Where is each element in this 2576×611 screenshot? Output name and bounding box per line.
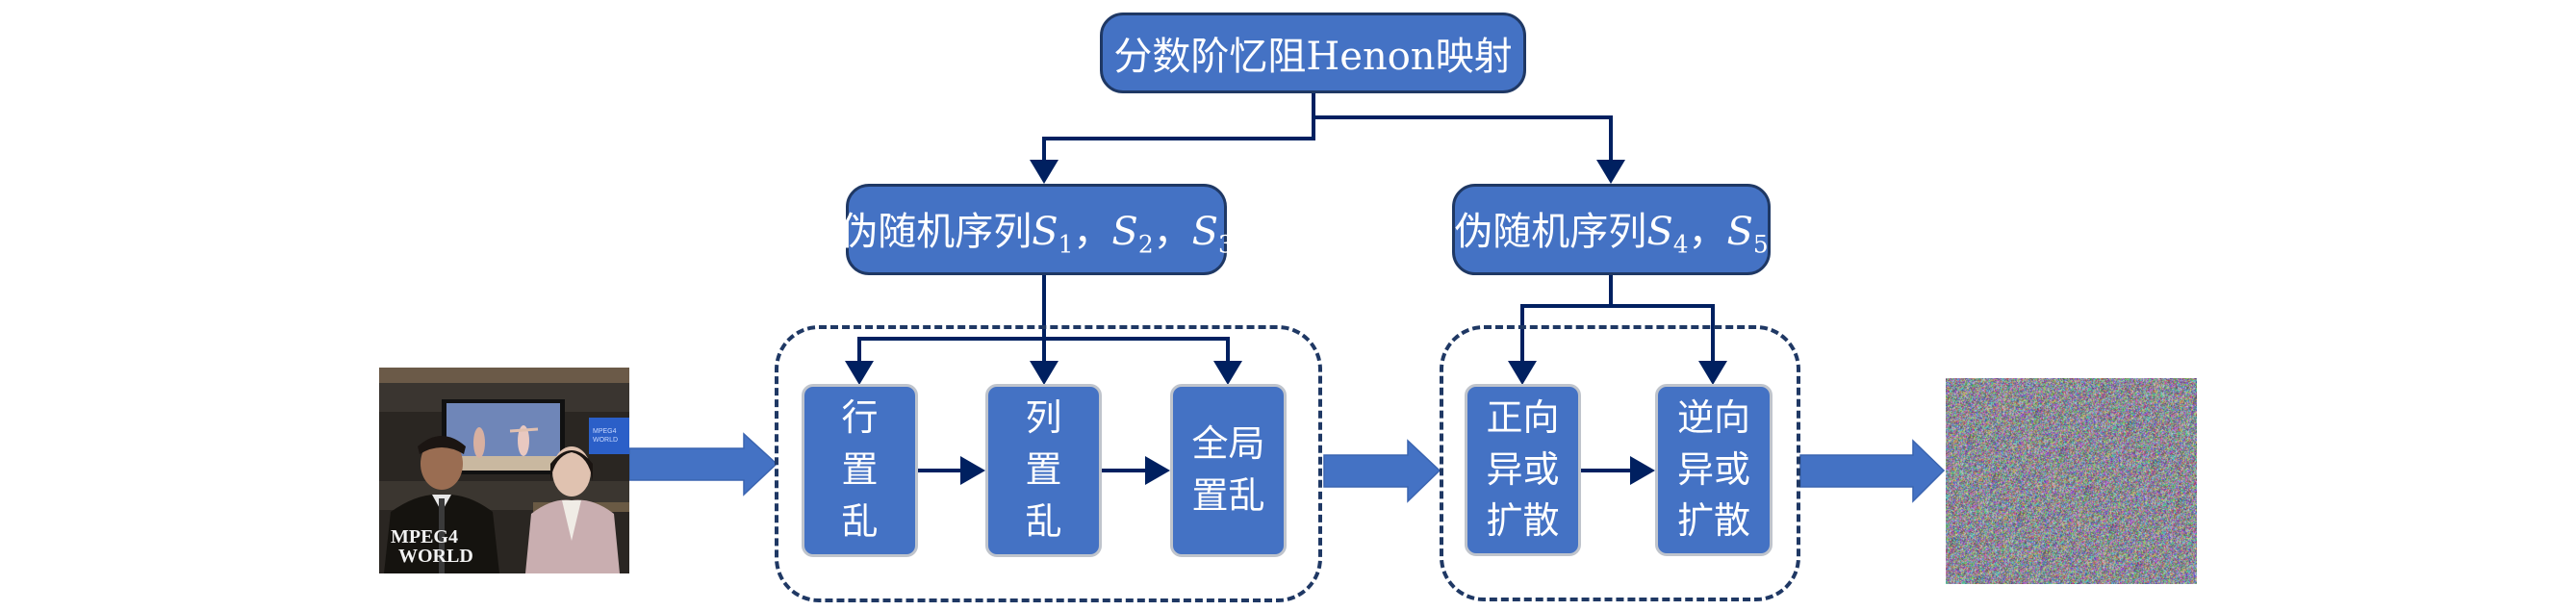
symbol-s: S [1191,210,1218,255]
label-line: 扩散 [1486,499,1560,543]
connector-trunk-left [1042,93,1315,162]
subscript: 5 [1752,230,1769,259]
row-permutation-label: 行 置 乱 [841,393,878,548]
caption-line1: MPEG4 [391,526,458,547]
label-line: 全局 [1191,422,1265,466]
permutation-stage-container [775,325,1322,602]
connector-diffusion-bracket [1520,304,1715,364]
sequence-s4-s5-label: 伪随机序列S4，S5 [1454,200,1768,259]
arrowhead-col-to-global [1145,456,1170,485]
forward-xor-diffusion-label: 正向 异或 扩散 [1486,393,1559,548]
arrowhead-to-reverse-xor [1698,361,1727,385]
symbol-s: S [1111,210,1138,255]
label-line: 逆向 [1676,395,1750,439]
reverse-xor-diffusion-label: 逆向 异或 扩散 [1677,393,1750,548]
label-line: 置 [1025,448,1062,492]
column-permutation-label: 列 置 乱 [1025,393,1061,548]
sequence-s1-s2-s3-box: 伪随机序列S1，S2，S3 [839,184,1234,275]
label-line: 异或 [1486,447,1560,491]
separator: ， [1073,210,1112,255]
subscript: 3 [1218,230,1234,259]
subscript: 4 [1672,230,1689,259]
connector-permutation-bracket [857,337,1230,364]
label-line: 置 [841,448,879,492]
input-plain-image: MPEG4 WORLD MPEG4 WORLD [379,368,629,573]
label-line: 异或 [1676,447,1750,491]
label-line: 扩散 [1676,499,1750,543]
label-line: 乱 [1025,499,1062,543]
separator: ， [1153,210,1192,255]
sequence-prefix: 伪随机序列 [1454,210,1647,255]
symbol-s: S [1726,210,1753,255]
label-line: 正向 [1486,395,1560,439]
symbol-s: S [1032,210,1058,255]
arrowhead-to-col-perm [1030,361,1058,385]
arrowhead-to-s123 [1030,160,1058,184]
separator: ， [1688,210,1727,255]
label-line: 行 [841,396,879,440]
sequence-s1-s2-s3-label: 伪随机序列S1，S2，S3 [839,200,1234,259]
label-line: 置乱 [1191,474,1265,517]
sequence-s4-s5-box: 伪随机序列S4，S5 [1452,184,1771,275]
arrowhead-forward-to-reverse [1630,456,1655,485]
output-cipher-image [1946,378,2197,584]
row-permutation-box: 行 置 乱 [802,384,918,557]
block-arrow-diffusion-to-output [1799,439,1946,503]
reverse-xor-diffusion-box: 逆向 异或 扩散 [1655,384,1773,556]
global-permutation-label: 全局 置乱 [1191,419,1264,522]
forward-xor-diffusion-box: 正向 异或 扩散 [1465,384,1581,556]
arrowhead-to-s45 [1596,160,1625,184]
monitor-text-line1: MPEG4 [593,428,617,435]
subscript: 1 [1058,230,1074,259]
henon-map-box: 分数阶忆阻Henon映射 [1100,13,1526,93]
column-permutation-box: 列 置 乱 [985,384,1102,557]
label-line: 列 [1025,396,1062,440]
subscript: 2 [1137,230,1154,259]
sequence-prefix: 伪随机序列 [839,210,1033,255]
diffusion-stage-container [1440,325,1800,601]
connector-trunk-right [1314,115,1613,162]
block-arrow-input-to-permutation [628,432,778,496]
caption-line2: WORLD [398,546,473,567]
newsroom-photo: MPEG4 WORLD MPEG4 WORLD [379,368,629,573]
block-arrow-permutation-to-diffusion [1323,439,1441,503]
arrowhead-to-global-perm [1213,361,1242,385]
symbol-s: S [1646,210,1673,255]
arrowhead-row-to-col [960,456,985,485]
label-line: 乱 [841,499,879,543]
henon-map-label: 分数阶忆阻Henon映射 [1113,35,1513,79]
monitor-text-line2: WORLD [593,437,618,444]
arrowhead-to-forward-xor [1508,361,1537,385]
global-permutation-box: 全局 置乱 [1170,384,1287,557]
arrowhead-to-row-perm [845,361,874,385]
